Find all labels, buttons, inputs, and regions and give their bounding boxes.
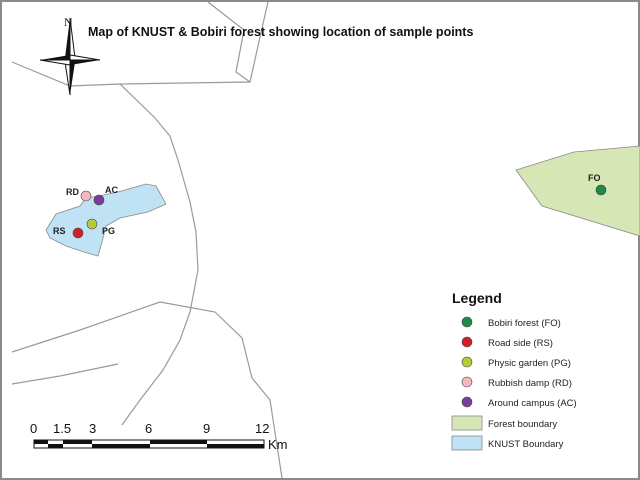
legend-item: KNUST Boundary (451, 435, 564, 451)
legend-swatch (461, 316, 473, 328)
legend: Legend Bobiri forest (FO) Road side (RS)… (451, 290, 577, 451)
legend-item: Road side (RS) (461, 336, 553, 349)
road-line (11, 363, 119, 385)
svg-text:Forest boundary: Forest boundary (488, 419, 557, 430)
legend-item: Around campus (AC) (461, 396, 577, 409)
svg-text:Physic garden (PG): Physic garden (PG) (488, 358, 571, 369)
scale-tick-label: 0 (30, 421, 37, 436)
road-line (11, 61, 199, 426)
road-line (119, 1, 269, 85)
scale-tick-label: 3 (89, 421, 96, 436)
scale-unit: Km (268, 437, 288, 452)
svg-text:AC: AC (105, 185, 118, 195)
road-line (207, 1, 251, 83)
legend-title: Legend (452, 290, 502, 306)
scale-tick-label: 1.5 (53, 421, 71, 436)
legend-item: Rubbish damp (RD) (461, 376, 572, 389)
scale-tick-label: 6 (145, 421, 152, 436)
legend-swatch (461, 356, 473, 368)
svg-text:Bobiri forest (FO): Bobiri forest (FO) (488, 318, 561, 329)
svg-text:Road side (RS): Road side (RS) (488, 338, 553, 349)
sample-point-rs[interactable]: RS (53, 226, 84, 239)
svg-text:PG: PG (102, 226, 115, 236)
scale-bar: 0 1.5 3 6 9 12 Km (30, 421, 288, 452)
north-arrow-icon (39, 17, 101, 96)
legend-swatch (461, 396, 473, 408)
legend-item: Bobiri forest (FO) (461, 316, 561, 329)
sample-point-fo[interactable]: FO (588, 173, 607, 196)
north-label: N (64, 15, 73, 29)
svg-text:Around campus (AC): Around campus (AC) (488, 398, 577, 409)
legend-swatch (451, 415, 483, 431)
svg-text:RS: RS (53, 226, 66, 236)
svg-text:FO: FO (588, 173, 601, 183)
road-line (11, 301, 283, 479)
legend-swatch (461, 336, 473, 348)
sample-point-rd[interactable]: RD (66, 187, 92, 202)
legend-swatch (451, 435, 483, 451)
legend-swatch (461, 376, 473, 388)
map-title: Map of KNUST & Bobiri forest showing loc… (88, 25, 473, 39)
scale-tick-label: 9 (203, 421, 210, 436)
road-network (11, 1, 283, 479)
scale-tick-label: 12 (255, 421, 269, 436)
svg-text:Rubbish damp (RD): Rubbish damp (RD) (488, 378, 572, 389)
legend-item: Physic garden (PG) (461, 356, 571, 369)
legend-item: Forest boundary (451, 415, 557, 431)
sample-point-pg[interactable]: PG (86, 218, 115, 236)
sample-point-ac[interactable]: AC (93, 185, 118, 206)
forest-boundary (515, 145, 640, 237)
svg-text:KNUST Boundary: KNUST Boundary (488, 439, 564, 450)
svg-text:RD: RD (66, 187, 79, 197)
